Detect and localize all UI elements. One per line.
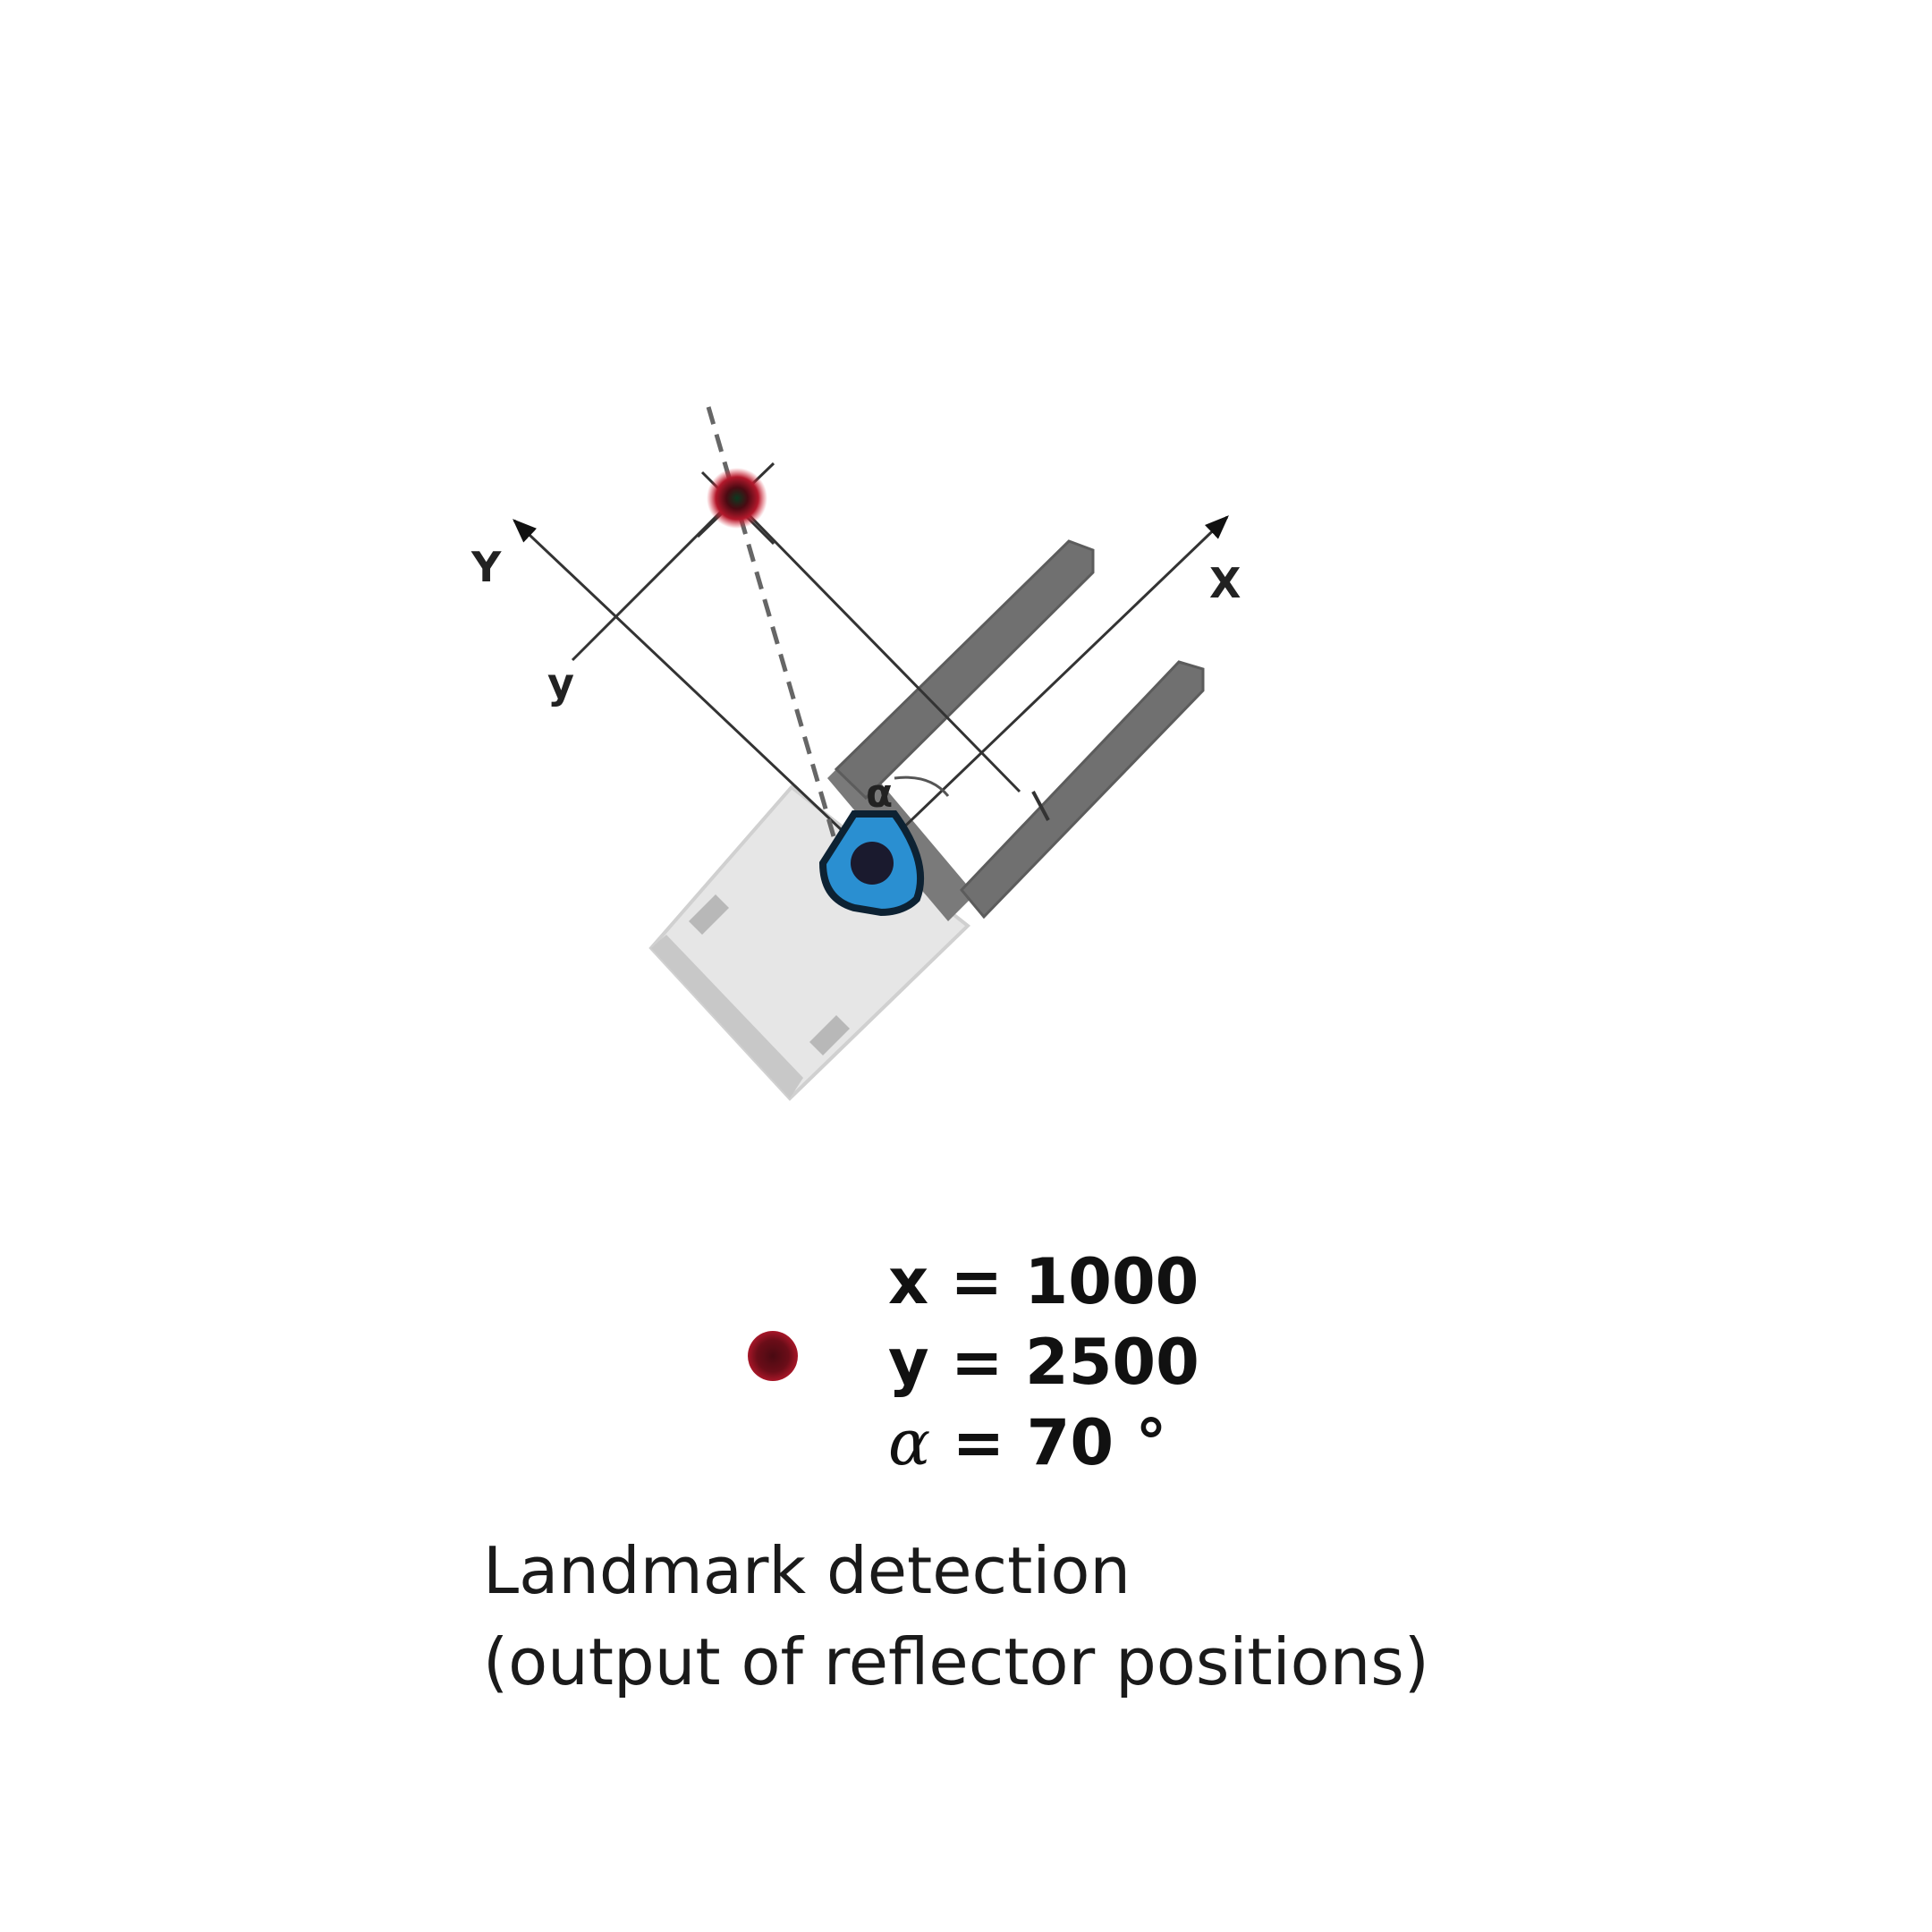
alpha-symbol: α	[888, 1406, 931, 1479]
readout-y: y = 2500	[888, 1326, 1199, 1399]
global-y-label: Y	[470, 543, 502, 591]
projection-y	[571, 497, 735, 662]
body-marking-left	[651, 935, 803, 1098]
fork-lower	[959, 660, 1205, 919]
alpha-value: = 70 °	[930, 1406, 1167, 1479]
body-marking-bottom	[809, 1015, 850, 1055]
forklift	[648, 539, 1205, 1101]
caption-subtitle: (output of reflector positions)	[483, 1624, 1429, 1699]
reflector-legend-icon	[748, 1331, 798, 1381]
reflector-marker	[707, 468, 767, 529]
global-y-axis	[513, 519, 878, 865]
tick-x	[1031, 791, 1050, 821]
body-marking-top	[689, 894, 729, 935]
local-y-label: y	[547, 659, 574, 708]
global-x-label: X	[1209, 559, 1241, 607]
global-x-axis	[893, 515, 1229, 838]
readout-x: x = 1000	[888, 1245, 1199, 1318]
fork-upper	[834, 539, 1095, 801]
caption-title: Landmark detection	[483, 1533, 1131, 1608]
readout-alpha: α = 70 °	[888, 1411, 1166, 1474]
laser-scanner	[818, 810, 925, 917]
projection-x	[732, 497, 1021, 793]
scanner-lens	[851, 842, 894, 885]
angle-arc	[894, 775, 950, 797]
angle-label: α	[866, 771, 893, 817]
